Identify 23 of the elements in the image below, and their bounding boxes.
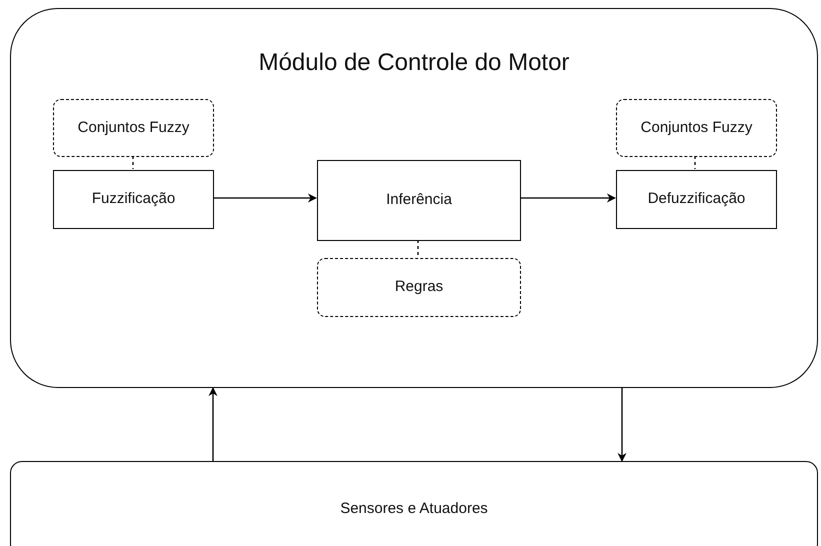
module-container	[10, 8, 818, 388]
arrow	[208, 387, 218, 461]
dashed-connector	[417, 240, 419, 257]
node-label: Sensores e Atuadores	[340, 499, 488, 519]
node-label: Inferência	[386, 190, 452, 210]
node-label: Conjuntos Fuzzy	[78, 118, 190, 138]
module-title: Módulo de Controle do Motor	[258, 48, 570, 78]
arrow	[618, 388, 626, 462]
dashed-connector	[694, 156, 696, 169]
arrow	[213, 194, 317, 202]
node-label: Conjuntos Fuzzy	[640, 118, 752, 138]
process-box	[53, 170, 214, 229]
node-label: Fuzzificação	[92, 189, 176, 210]
rounded-box	[10, 461, 818, 546]
node-label: Regras	[394, 277, 444, 298]
dashed-rounded-box	[616, 99, 777, 157]
process-box	[317, 160, 521, 241]
node-label: Defuzzificação	[648, 189, 746, 210]
dashed-rounded-box	[317, 258, 521, 317]
dashed-connector	[132, 156, 134, 169]
arrow	[520, 194, 616, 202]
dashed-rounded-box	[53, 99, 214, 157]
process-box	[616, 170, 777, 229]
